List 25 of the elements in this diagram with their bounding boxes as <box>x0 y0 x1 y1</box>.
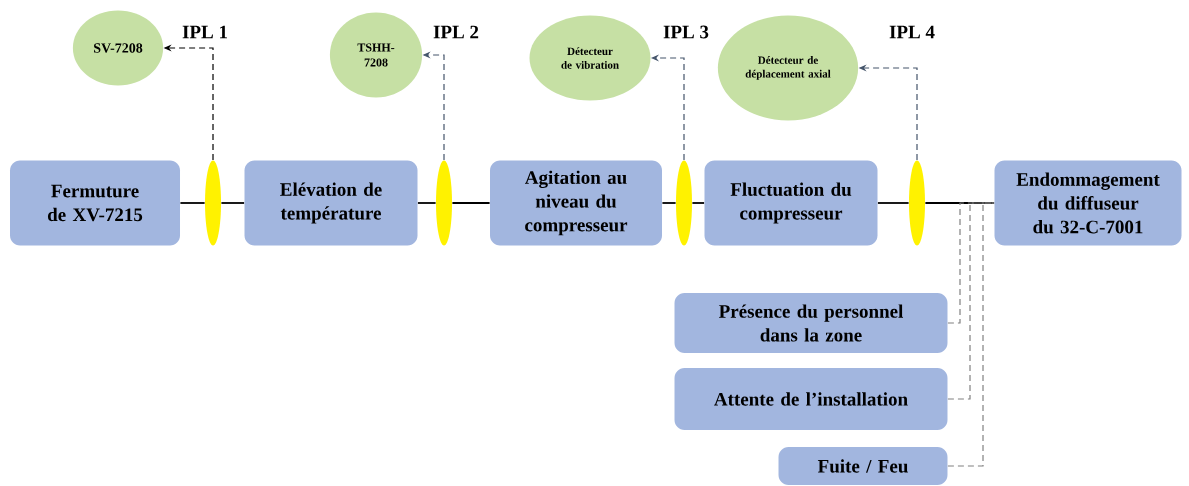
event-box: Agitation au niveau du compresseur <box>490 160 662 246</box>
ipl-label: IPL 4 <box>889 25 935 39</box>
event-box: Fuite / Feu <box>778 447 948 485</box>
connector-line <box>691 202 705 204</box>
dotted-line <box>947 202 995 400</box>
event-box: Elévation de température <box>244 160 418 246</box>
connector-line <box>179 202 206 204</box>
ipl-bar <box>676 160 692 246</box>
event-box: Endommagement du diffuseur du 32-C-7001 <box>994 160 1182 246</box>
connector-line <box>417 202 437 204</box>
connector-line <box>877 202 910 204</box>
event-box: Fermuture de XV-7215 <box>10 160 180 246</box>
event-box: Fluctuation du compresseur <box>704 160 878 246</box>
connector-line <box>451 202 491 204</box>
dotted-line <box>947 202 995 467</box>
ipl-bar <box>436 160 452 246</box>
connector-line <box>661 202 677 204</box>
connector-line <box>220 202 245 204</box>
ipl-label: IPL 2 <box>433 25 479 39</box>
event-box: Attente de l’installation <box>674 368 948 430</box>
ipl-label: IPL 1 <box>182 25 227 39</box>
ipl-bar <box>205 160 221 246</box>
ipl-bar <box>909 160 925 246</box>
ipl-label: IPL 3 <box>663 25 709 39</box>
event-box: Présence du personnel dans la zone <box>674 293 948 353</box>
